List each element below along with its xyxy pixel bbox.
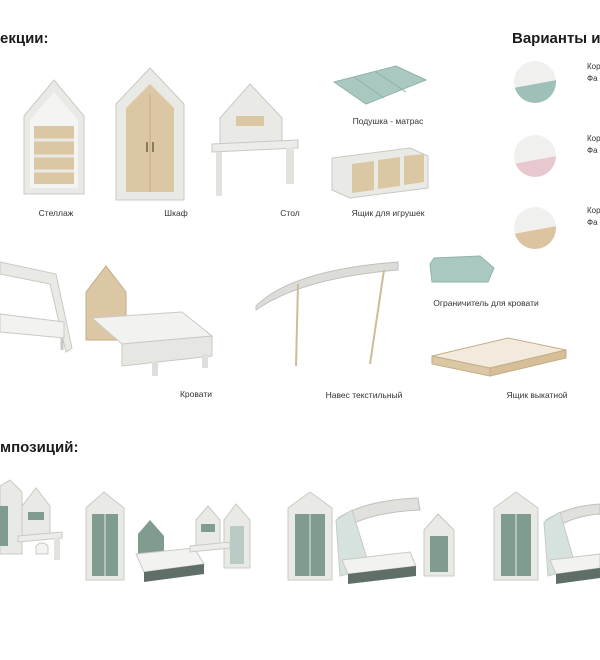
swatch-label: Фа xyxy=(587,218,598,227)
swatch-label: Кор xyxy=(587,206,600,215)
composition-1-image xyxy=(0,479,63,560)
composition-2-image xyxy=(85,491,251,582)
drawer-image xyxy=(431,337,567,377)
swatch-label: Фа xyxy=(587,146,598,155)
bed-limiter-caption: Ограничитель для кровати xyxy=(433,298,539,308)
swatch-accent xyxy=(514,80,556,103)
desk-caption: Стол xyxy=(280,208,300,218)
wardrobe-image xyxy=(115,67,185,201)
toybox-caption: Ящик для игрушек xyxy=(351,208,425,218)
swatch-circle xyxy=(514,61,556,103)
swatch-accent xyxy=(514,226,556,249)
desk-image xyxy=(211,83,299,196)
swatch-variant-2: Кор Фа xyxy=(513,134,600,183)
shelf-image xyxy=(23,79,85,195)
bed-limiter-image xyxy=(429,255,495,283)
swatch-label: Кор xyxy=(587,134,600,143)
toybox-image xyxy=(331,147,429,199)
swatch-circle xyxy=(514,207,556,249)
canopy-image xyxy=(255,261,399,367)
composition-4-image xyxy=(493,491,600,584)
sections-heading: екции: xyxy=(0,30,49,47)
swatch-variant-3: Кор Фа xyxy=(513,206,600,255)
beds-caption: Кровати xyxy=(179,389,212,399)
tent-bed-image xyxy=(0,261,73,353)
wardrobe-caption: Шкаф xyxy=(164,208,188,218)
composition-3-image xyxy=(287,491,455,584)
swatch-circle xyxy=(514,135,556,177)
canopy-caption: Навес текстильный xyxy=(325,390,403,400)
swatch-variant-1: Кор Фа xyxy=(513,60,600,109)
shelf-caption: Стеллаж xyxy=(38,208,74,218)
cushion-image xyxy=(332,65,428,105)
swatch-label: Кор xyxy=(587,62,600,71)
swatch-label: Фа xyxy=(587,74,598,83)
cushion-caption: Подушка - матрас xyxy=(352,116,424,126)
drawer-caption: Ящик выкатной xyxy=(506,390,568,400)
variants-heading: Варианты и xyxy=(512,30,600,47)
compositions-heading: мпозиций: xyxy=(0,439,79,456)
bed-image xyxy=(85,265,214,376)
swatch-accent xyxy=(514,156,556,177)
